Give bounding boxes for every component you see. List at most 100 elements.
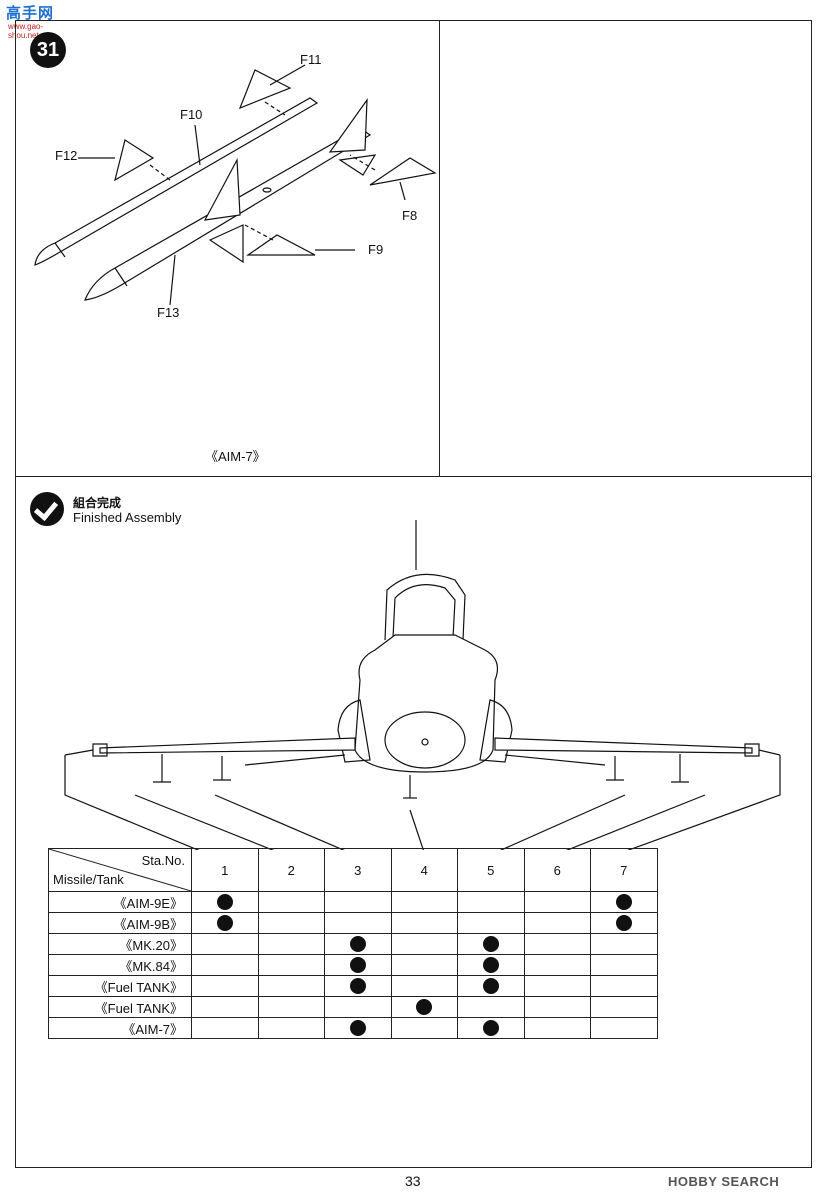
station-cell [523, 996, 591, 1018]
station-cell [457, 975, 525, 997]
finished-panel [15, 476, 812, 1168]
loadout-dot-icon [349, 978, 366, 995]
aim7-exploded-drawing [34, 64, 437, 306]
station-cell [390, 933, 458, 955]
station-cell [390, 891, 458, 913]
table-row: 《AIM-9B》 [48, 912, 658, 934]
station-cell [523, 975, 591, 997]
table-corner-cell: Sta.No. Missile/Tank [48, 848, 192, 892]
part-label-f12: F12 [55, 148, 78, 163]
finished-title-en: Finished Assembly [73, 510, 182, 525]
station-header: 4 [390, 848, 458, 892]
station-cell [457, 996, 525, 1018]
station-cell [457, 933, 525, 955]
station-cell [523, 891, 591, 913]
table-row: 《AIM-7》 [48, 1017, 658, 1039]
station-cell [457, 954, 525, 976]
station-header: 3 [324, 848, 392, 892]
station-cell [590, 975, 658, 997]
header-missile: Missile/Tank [53, 872, 124, 887]
part-label-f9: F9 [368, 242, 384, 257]
station-cell [590, 912, 658, 934]
station-cell [191, 912, 259, 934]
loadout-dot-icon [615, 894, 632, 911]
row-store-name: 《Fuel TANK》 [48, 975, 192, 997]
station-cell [590, 891, 658, 913]
station-cell [457, 912, 525, 934]
station-cell [324, 954, 392, 976]
station-cell [523, 954, 591, 976]
loadout-dot-icon [482, 957, 499, 974]
loadout-dot-icon [482, 1020, 499, 1037]
row-store-name: 《MK.84》 [48, 954, 192, 976]
station-cell [191, 891, 259, 913]
loadout-dot-icon [482, 978, 499, 995]
station-cell [324, 912, 392, 934]
station-cell [257, 891, 325, 913]
row-store-name: 《AIM-9B》 [48, 912, 192, 934]
loadout-dot-icon [349, 957, 366, 974]
station-cell [390, 996, 458, 1018]
station-loadout-table: Sta.No. Missile/Tank 1 2 3 4 5 6 7 《AIM-… [48, 848, 658, 1039]
station-cell [191, 933, 259, 955]
page-number: 33 [405, 1173, 421, 1189]
station-header: 1 [191, 848, 259, 892]
station-cell [257, 912, 325, 934]
station-cell [257, 954, 325, 976]
station-cell [324, 975, 392, 997]
table-row: 《AIM-9E》 [48, 891, 658, 913]
aim7-caption: 《AIM-7》 [205, 449, 266, 464]
loadout-dot-icon [482, 936, 499, 953]
station-cell [390, 1017, 458, 1039]
brand-text: HOBBY SEARCH [668, 1174, 780, 1189]
step-number-badge: 31 [30, 32, 66, 68]
aircraft-front-view-drawing [64, 520, 781, 850]
station-cell [457, 891, 525, 913]
station-header: 2 [257, 848, 325, 892]
station-cell [191, 1017, 259, 1039]
empty-panel [439, 20, 812, 477]
loadout-dot-icon [416, 999, 433, 1016]
station-cell [324, 996, 392, 1018]
diagonal-divider [49, 849, 191, 891]
station-cell [324, 891, 392, 913]
finished-title-zh: 組合完成 [73, 496, 122, 510]
table-row: 《MK.20》 [48, 933, 658, 955]
table-row: 《Fuel TANK》 [48, 975, 658, 997]
station-cell [523, 1017, 591, 1039]
header-station: Sta.No. [141, 853, 185, 868]
loadout-dot-icon [349, 936, 366, 953]
hobby-search-logo: HOBBY SEARCH [668, 1174, 779, 1189]
station-cell [191, 954, 259, 976]
row-store-name: 《AIM-9E》 [48, 891, 192, 913]
station-cell [590, 1017, 658, 1039]
station-cell [324, 1017, 392, 1039]
station-cell [191, 975, 259, 997]
station-cell [257, 1017, 325, 1039]
part-label-f13: F13 [157, 305, 180, 320]
loadout-dot-icon [216, 894, 233, 911]
station-cell [390, 954, 458, 976]
part-label-f10: F10 [180, 107, 203, 122]
station-cell [457, 1017, 525, 1039]
station-header: 5 [457, 848, 525, 892]
station-cell [324, 933, 392, 955]
table-header-row: Sta.No. Missile/Tank 1 2 3 4 5 6 7 [48, 848, 658, 892]
station-cell [523, 912, 591, 934]
station-cell [590, 933, 658, 955]
station-cell [390, 975, 458, 997]
part-label-f11: F11 [300, 52, 322, 67]
loadout-dot-icon [615, 915, 632, 932]
watermark-text: 高手网 [6, 5, 55, 22]
station-cell [257, 933, 325, 955]
station-cell [523, 933, 591, 955]
station-cell [257, 975, 325, 997]
watermark-url: www.gao-shou.net [8, 22, 44, 40]
station-cell [590, 954, 658, 976]
station-header: 7 [590, 848, 658, 892]
part-label-f8: F8 [402, 208, 418, 223]
station-cell [390, 912, 458, 934]
checkmark-icon [30, 492, 64, 526]
station-cell [257, 996, 325, 1018]
loadout-dot-icon [349, 1020, 366, 1037]
